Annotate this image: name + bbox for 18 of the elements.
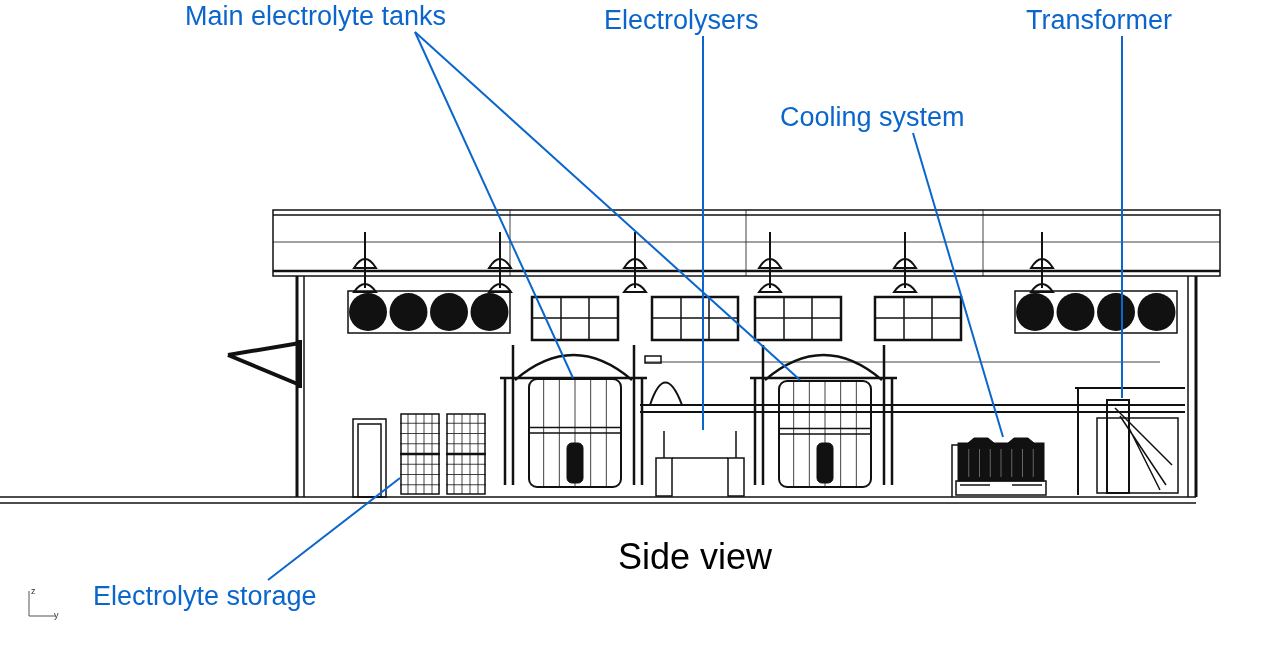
callout-label: Cooling system xyxy=(780,101,965,133)
leader-line xyxy=(912,132,1004,438)
callout-label: Transformer xyxy=(1026,4,1173,36)
callout-label: Electrolyte storage xyxy=(93,580,317,612)
transformer-drawing xyxy=(1095,398,1180,495)
leader-line xyxy=(1121,35,1123,399)
view-title: Side view xyxy=(618,536,773,578)
leader-line xyxy=(414,31,574,379)
leader-line xyxy=(702,35,704,431)
tank-drawing xyxy=(528,378,622,488)
tank-drawing xyxy=(778,380,872,488)
axis-label: z xyxy=(31,586,36,596)
callout-label: Main electrolyte tanks xyxy=(185,0,447,32)
axis-label: y xyxy=(54,610,59,620)
leader-line xyxy=(267,477,401,581)
storage-crates-drawing xyxy=(400,413,486,495)
leader-line xyxy=(414,31,801,381)
callout-label: Electrolysers xyxy=(604,4,759,36)
